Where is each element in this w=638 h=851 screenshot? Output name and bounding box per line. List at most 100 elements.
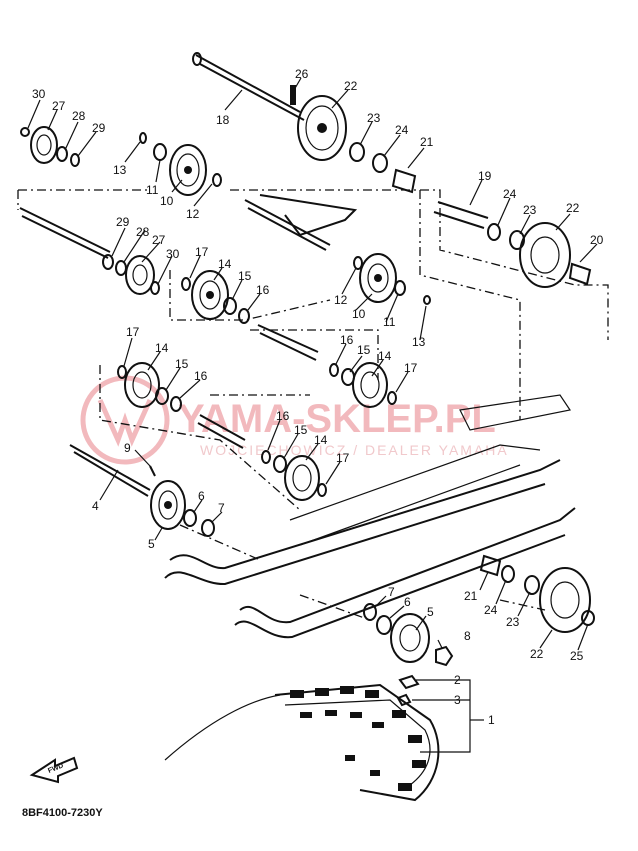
callout-23: 23	[367, 111, 381, 125]
callout-3: 3	[454, 693, 461, 707]
callout-16: 16	[276, 409, 290, 423]
callout-10: 10	[352, 307, 366, 321]
callout-18: 18	[216, 113, 230, 127]
callout-23: 23	[506, 615, 520, 629]
callout-15: 15	[294, 423, 308, 437]
callout-24: 24	[484, 603, 498, 617]
callout-15: 15	[175, 357, 189, 371]
callout-10: 10	[160, 194, 174, 208]
callout-16: 16	[194, 369, 208, 383]
callout-27: 27	[52, 99, 66, 113]
left-rail-lower	[164, 483, 546, 586]
callout-7: 7	[218, 501, 225, 515]
wheel-14-lower	[284, 455, 320, 501]
callout-28: 28	[136, 225, 150, 239]
callout-6: 6	[198, 489, 205, 503]
callout-15: 15	[357, 343, 371, 357]
callout-17: 17	[195, 245, 209, 259]
slide-rails	[164, 194, 576, 639]
callout-27: 27	[152, 233, 166, 247]
callout-17: 17	[126, 325, 140, 339]
callout-16: 16	[340, 333, 354, 347]
front-bolt-4	[69, 444, 151, 497]
callout-2: 2	[454, 673, 461, 687]
watermark-logo-mark	[97, 398, 153, 447]
callout-11: 11	[383, 315, 396, 329]
callout-14: 14	[218, 257, 232, 271]
wheels	[30, 95, 591, 663]
callout-22: 22	[530, 647, 544, 661]
callout-22: 22	[344, 79, 358, 93]
callout-5: 5	[427, 605, 434, 619]
callout-26: 26	[295, 67, 309, 81]
callout-14: 14	[314, 433, 328, 447]
callout-8: 8	[464, 629, 471, 643]
right-rail-lower	[234, 534, 566, 639]
rail-crossbar	[289, 444, 541, 546]
wheel-14-upper	[191, 270, 229, 320]
mid-axle	[257, 324, 319, 361]
small-parts	[20, 85, 595, 707]
callout-15: 15	[238, 269, 252, 283]
wheel-5-rear	[390, 613, 430, 663]
callout-6: 6	[404, 595, 411, 609]
track	[164, 683, 440, 802]
callout-25: 25	[570, 649, 584, 663]
watermark: YAMA-SKLEP.PL WOJCIECHOWICZ / DEALER YAM…	[80, 375, 509, 465]
callout-28: 28	[72, 109, 86, 123]
callout-21: 21	[420, 135, 434, 149]
callout-24: 24	[503, 187, 517, 201]
callout-13: 13	[412, 335, 426, 349]
center-shaft	[244, 199, 331, 251]
callout-14: 14	[155, 341, 169, 355]
callout-29: 29	[116, 215, 130, 229]
wheel-27-left-top	[30, 126, 58, 164]
wheel-22-upper	[297, 95, 347, 161]
callout-22: 22	[566, 201, 580, 215]
callout-29: 29	[92, 121, 106, 135]
callout-17: 17	[404, 361, 418, 375]
callout-labels: 30 27 28 29 26 22 18 23 24 21 13 11 10 1…	[32, 67, 604, 727]
wheel-22-lower	[539, 567, 591, 633]
wheel-14-center	[352, 362, 388, 408]
callout-12: 12	[334, 293, 348, 307]
track-outline	[274, 683, 440, 802]
wheel-10-center	[359, 253, 397, 303]
center-arm	[259, 194, 358, 237]
callout-30: 30	[32, 87, 46, 101]
callout-19: 19	[478, 169, 492, 183]
track-left-edge	[164, 694, 281, 761]
callout-4: 4	[92, 499, 99, 513]
watermark-line2: WOJCIECHOWICZ / DEALER YAMAHA	[200, 442, 509, 458]
shaft-19	[433, 201, 489, 229]
callout-20: 20	[590, 233, 604, 247]
rear-bracket	[459, 394, 571, 431]
callout-9: 9	[124, 441, 131, 455]
right-rail-upper	[239, 507, 576, 624]
fwd-arrow-icon: FWD	[29, 756, 79, 784]
callout-bracket-1	[412, 679, 484, 753]
callout-12: 12	[186, 207, 200, 221]
callout-24: 24	[395, 123, 409, 137]
callout-1: 1	[488, 713, 495, 727]
callout-30: 30	[166, 247, 180, 261]
shafts	[19, 52, 489, 497]
callout-11: 11	[146, 183, 159, 197]
wheel-14-left	[124, 362, 160, 408]
watermark-line1: YAMA-SKLEP.PL	[178, 397, 496, 441]
callout-14: 14	[378, 349, 392, 363]
wheel-27-left-mid	[125, 255, 155, 295]
left-idler-shaft	[19, 207, 111, 259]
callout-7: 7	[388, 585, 395, 599]
upper-rear-shaft	[195, 54, 305, 121]
lower-axle	[197, 414, 246, 449]
upper-rear-shaft-end	[192, 52, 202, 66]
callout-leaders	[27, 77, 598, 651]
callout-16: 16	[256, 283, 270, 297]
callout-17: 17	[336, 451, 350, 465]
drawing-code: 8BF4100-7230Y	[22, 807, 103, 819]
callout-13: 13	[113, 163, 127, 177]
wheel-5-front	[150, 480, 186, 530]
callout-23: 23	[523, 203, 537, 217]
